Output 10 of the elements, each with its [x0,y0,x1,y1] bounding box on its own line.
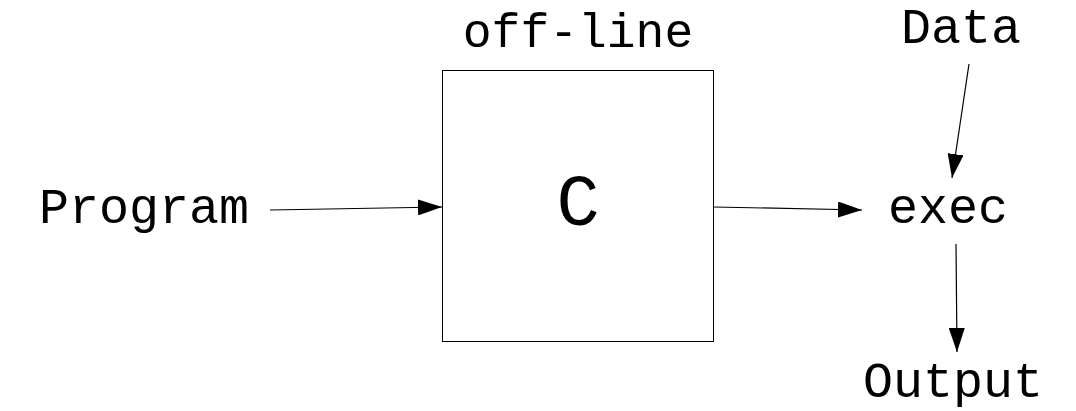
box-label: C [556,170,600,242]
arrow [947,63,970,179]
box-heading: off-line [462,10,694,63]
node-label: Data [890,2,1032,58]
arrow [713,201,863,218]
node-label: Output [858,356,1048,411]
arrow [948,243,965,353]
node-label: exec [862,182,1034,238]
arrow [269,199,443,216]
node-label: Program [18,182,270,238]
